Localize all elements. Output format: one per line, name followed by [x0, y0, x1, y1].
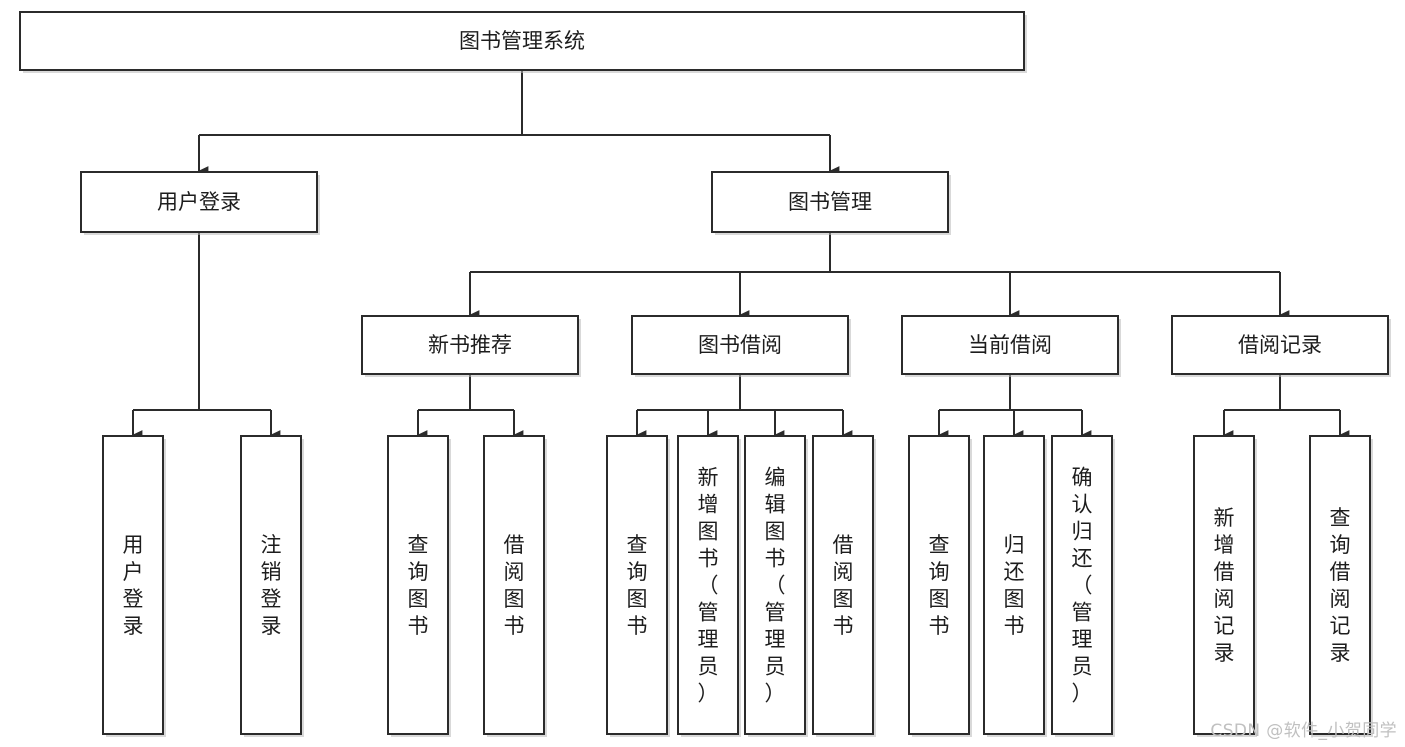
node-label: 查询借阅记录 [1330, 506, 1351, 665]
node-bb-add-book[interactable]: 新增图书（管理员） [676, 434, 741, 737]
node-bb-query-book[interactable]: 查询图书 [605, 434, 670, 737]
node-bb-borrow-book[interactable]: 借阅图书 [811, 434, 876, 737]
node-current-borrow[interactable]: 当前借阅 [900, 314, 1121, 377]
node-user-logout[interactable]: 注销登录 [239, 434, 304, 737]
node-label: 当前借阅 [968, 333, 1052, 357]
node-label: 查询图书 [627, 533, 648, 638]
node-bb-edit-book[interactable]: 编辑图书（管理员） [743, 434, 808, 737]
node-label: 新增借阅记录 [1214, 506, 1235, 665]
node-user-login-do[interactable]: 用户登录 [101, 434, 166, 737]
node-label: 新增图书（管理员） [698, 466, 719, 706]
node-label: 借阅图书 [504, 533, 525, 638]
node-br-add-record[interactable]: 新增借阅记录 [1192, 434, 1257, 737]
node-label: 图书管理 [788, 190, 872, 214]
node-label: 确认归还（管理员） [1072, 466, 1093, 706]
node-label: 图书借阅 [698, 333, 782, 357]
node-label: 查询图书 [929, 533, 950, 638]
node-label: 归还图书 [1004, 533, 1025, 638]
node-label: 图书管理系统 [459, 29, 585, 53]
node-root[interactable]: 图书管理系统 [18, 10, 1027, 73]
node-label: 编辑图书（管理员） [765, 466, 786, 706]
node-label: 注销登录 [261, 533, 282, 638]
node-label: 借阅图书 [833, 533, 854, 638]
node-nbr-borrow-book[interactable]: 借阅图书 [482, 434, 547, 737]
node-cb-confirm-return[interactable]: 确认归还（管理员） [1050, 434, 1115, 737]
node-label: 新书推荐 [428, 333, 512, 357]
node-label: 借阅记录 [1238, 333, 1322, 357]
connector-layer [131, 70, 1350, 440]
node-cb-query-book[interactable]: 查询图书 [907, 434, 972, 737]
csdn-watermark: CSDN @软件_小贺同学 [1210, 721, 1397, 741]
node-new-book-recommend[interactable]: 新书推荐 [360, 314, 581, 377]
node-book-manage[interactable]: 图书管理 [710, 170, 951, 235]
node-label: 用户登录 [157, 190, 241, 214]
node-user-login[interactable]: 用户登录 [79, 170, 320, 235]
node-br-query-record[interactable]: 查询借阅记录 [1308, 434, 1373, 737]
node-borrow-records[interactable]: 借阅记录 [1170, 314, 1391, 377]
node-book-borrow[interactable]: 图书借阅 [630, 314, 851, 377]
node-nbr-query-book[interactable]: 查询图书 [386, 434, 451, 737]
node-cb-return-book[interactable]: 归还图书 [982, 434, 1047, 737]
node-label: 查询图书 [408, 533, 429, 638]
node-label: 用户登录 [123, 533, 144, 638]
node-layer: 图书管理系统用户登录用户登录注销登录图书管理新书推荐查询图书借阅图书图书借阅查询… [18, 10, 1391, 737]
